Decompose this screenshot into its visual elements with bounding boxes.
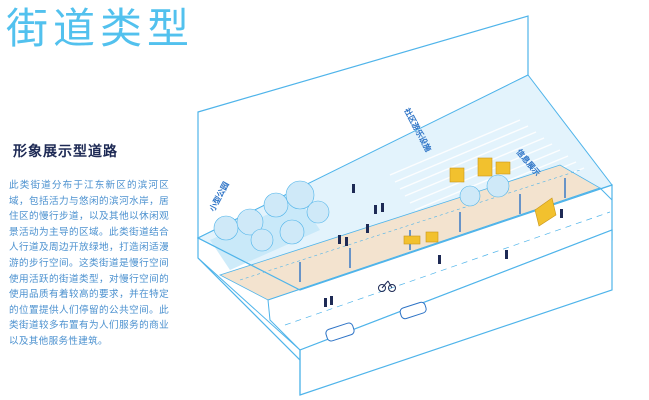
page-title: 街道类型 xyxy=(6,4,195,53)
community-facilities xyxy=(403,157,557,245)
people xyxy=(324,184,563,307)
trees xyxy=(213,174,510,252)
cars xyxy=(325,301,427,342)
street-lamps xyxy=(299,178,566,282)
bicycle xyxy=(378,280,396,292)
section-subtitle: 形象展示型道路 xyxy=(13,144,118,160)
section-description: 此类街道分布于江东新区的滨河区域，包括活力与悠闲的滨河水岸，居住区的慢行步道，以… xyxy=(9,180,169,347)
